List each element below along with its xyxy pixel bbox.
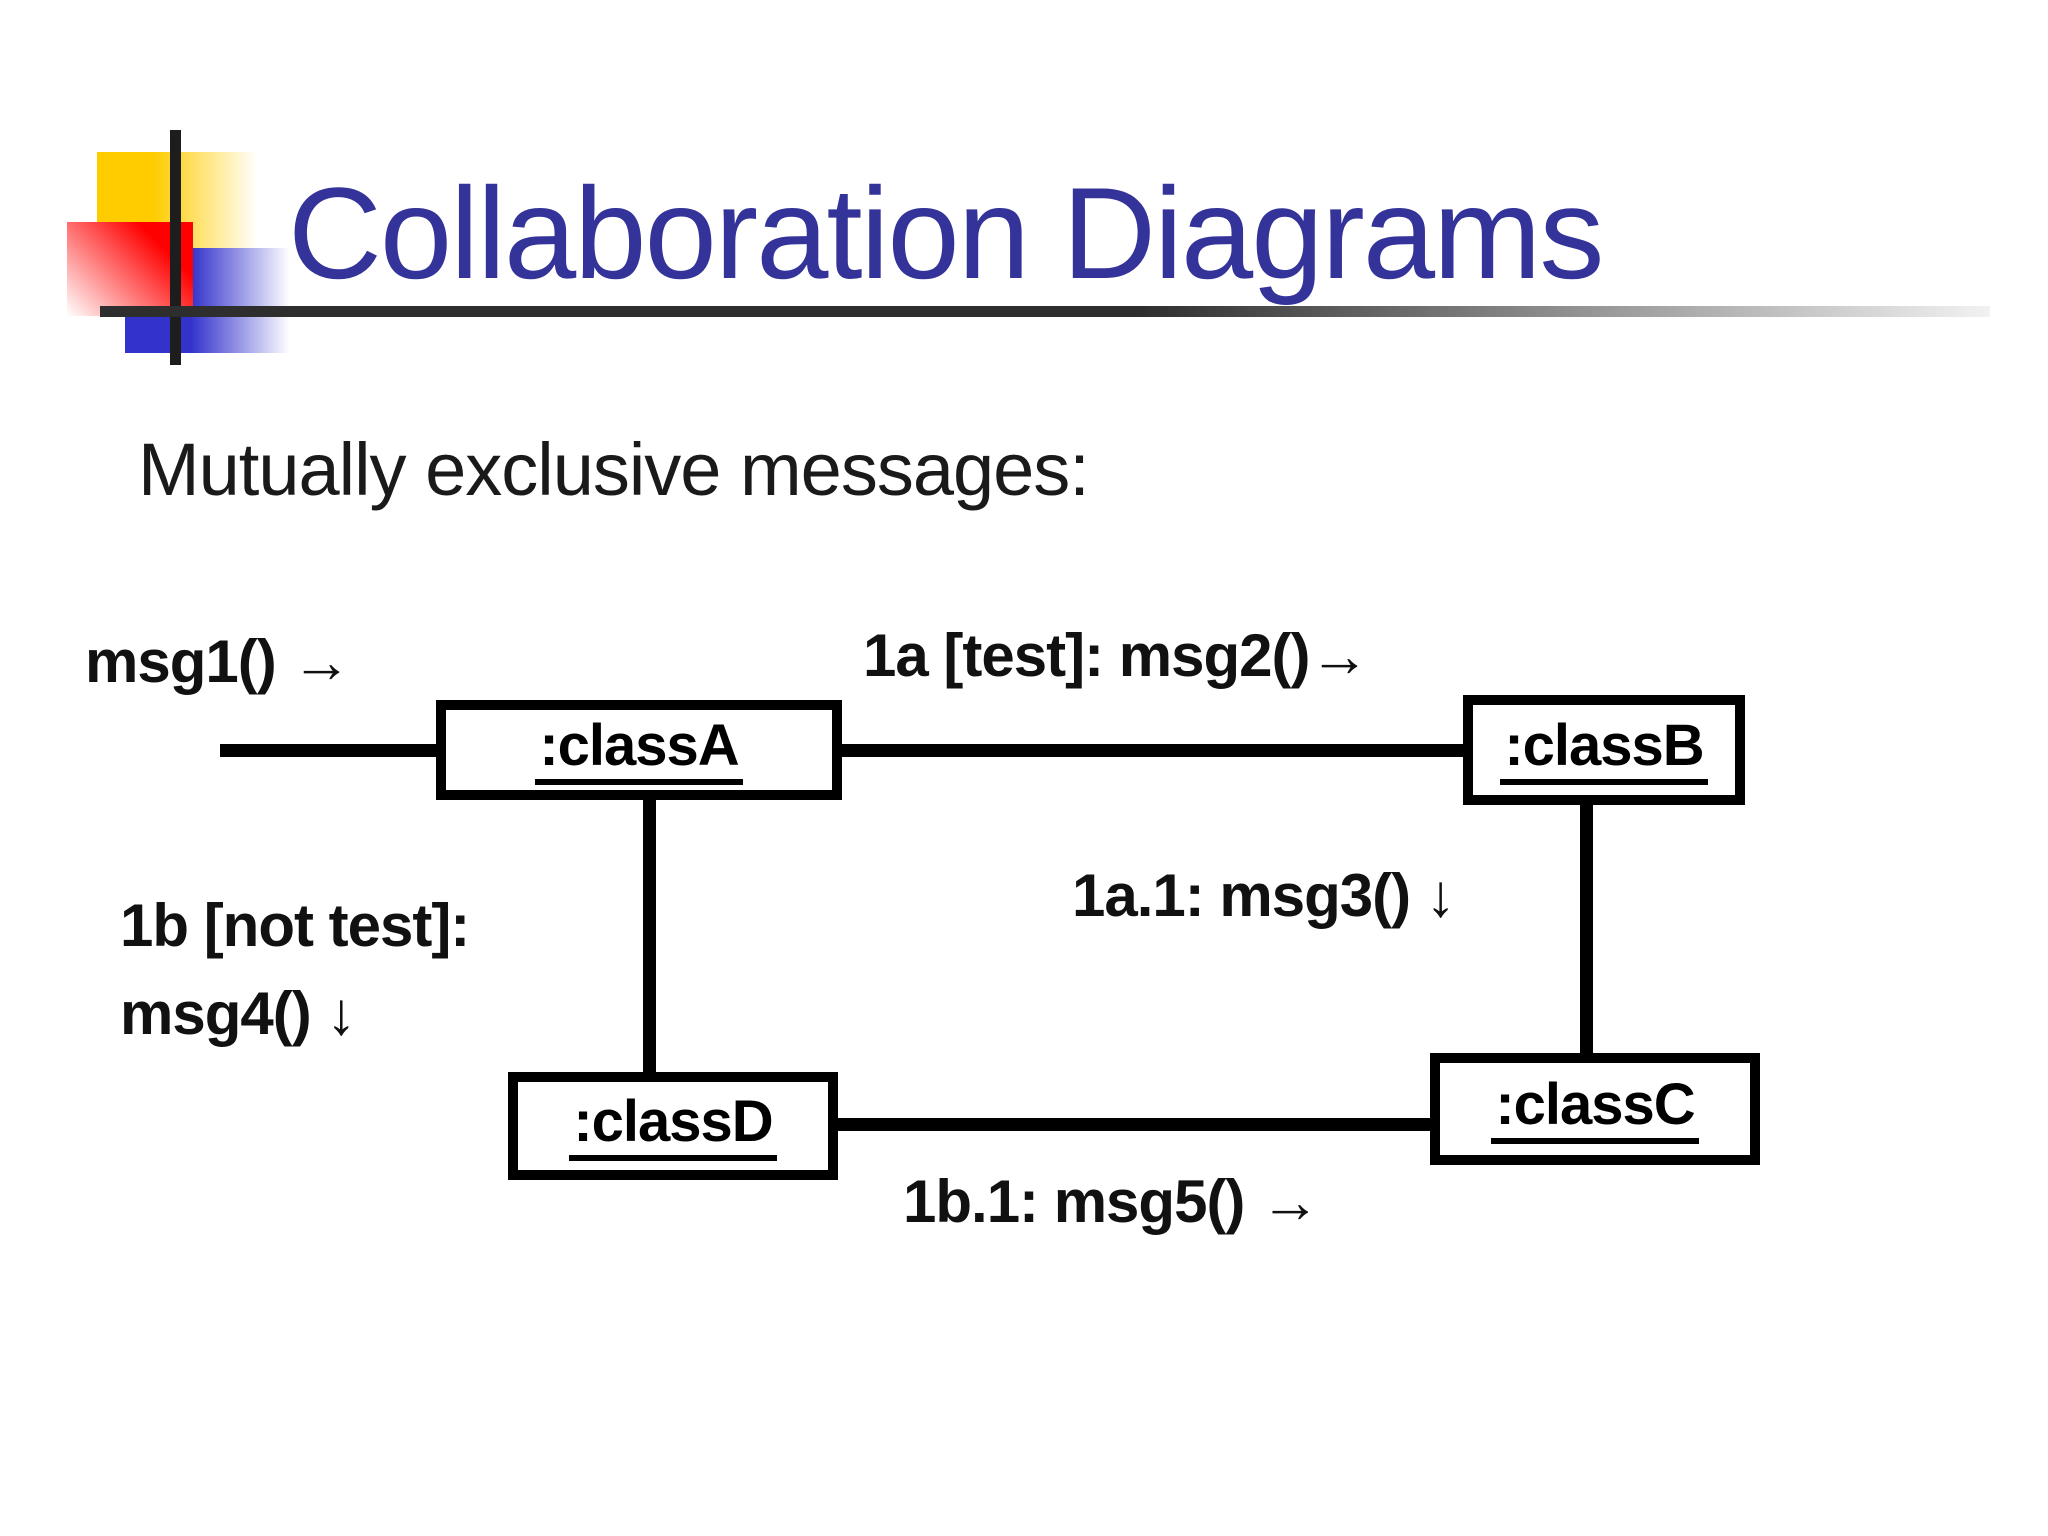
link-msg1-to-classa <box>220 744 436 757</box>
logo-crosshair-vertical-line <box>170 130 181 365</box>
object-box-classd: :classD <box>508 1072 838 1180</box>
object-box-classa: :classA <box>436 700 842 800</box>
object-box-classc: :classC <box>1430 1053 1760 1165</box>
object-label-classc: :classC <box>1491 1074 1699 1144</box>
message-label-msg1: msg1() → <box>85 628 351 695</box>
title-divider-rule <box>100 306 1990 317</box>
link-classa-classb <box>842 744 1463 757</box>
message-label-msg2: 1a [test]: msg2()→ <box>863 622 1369 689</box>
slide-subtitle: Mutually exclusive messages: <box>138 428 1090 511</box>
link-classd-classc <box>838 1118 1435 1131</box>
message-label-msg3: 1a.1: msg3() ↓ <box>1072 862 1456 929</box>
message-label-msg5: 1b.1: msg5() → <box>903 1168 1320 1235</box>
object-box-classb: :classB <box>1463 695 1745 805</box>
message-label-msg4: 1b [not test]: msg4() ↓ <box>120 892 470 1047</box>
page-title: Collaboration Diagrams <box>288 160 1604 306</box>
object-label-classa: :classA <box>535 715 743 785</box>
link-classa-classd <box>643 795 656 1077</box>
object-label-classb: :classB <box>1500 715 1708 785</box>
link-classb-classc <box>1580 800 1593 1058</box>
object-label-classd: :classD <box>569 1091 777 1161</box>
